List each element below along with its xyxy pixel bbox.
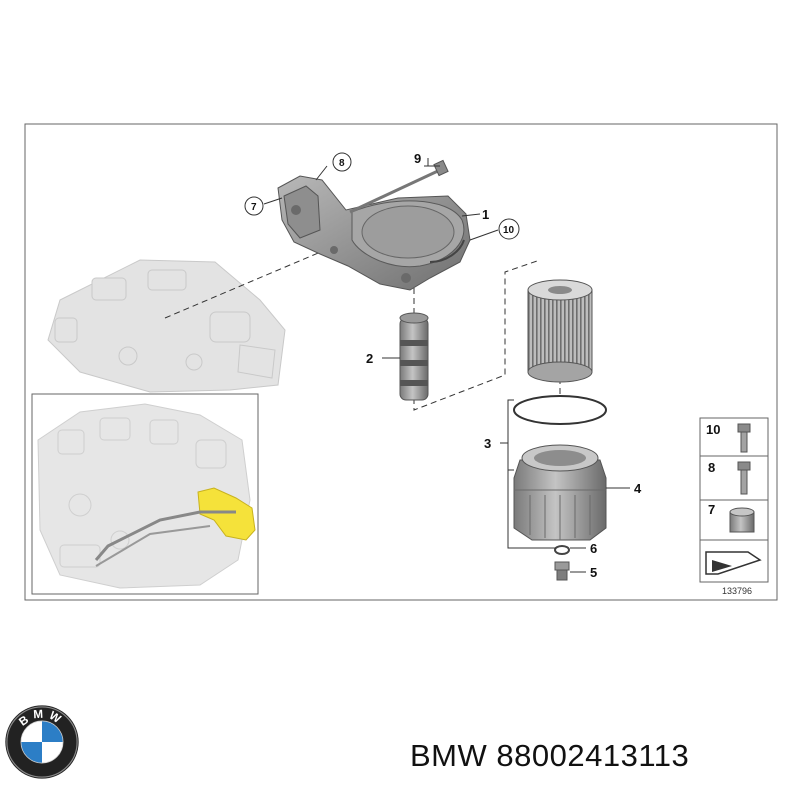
legend-label-8: 8 [708,460,715,475]
inset-highlight-oil-filter [197,487,256,541]
legend-bolt-8 [737,461,751,495]
legend-sleeve-7 [729,507,755,533]
oil-pipe-spacer [399,312,429,401]
callout-7: 7 [251,202,257,213]
callout-2: 2 [366,351,373,366]
engine-overview-inset [31,393,259,595]
oil-filter-housing [277,175,471,291]
legend-label-7: 7 [708,502,715,517]
engine-block-ghost [47,259,286,393]
callout-5: 5 [590,565,597,580]
caption-part-number: 88002413113 [496,738,690,773]
callout-6: 6 [590,541,597,556]
legend-bolt-10 [737,423,751,453]
legend-label-10: 10 [706,422,720,437]
callout-lines [263,158,630,573]
callout-circle-7 [244,196,264,216]
caption-brand: BMW [410,738,488,773]
legend-kit-arrow [705,551,762,575]
callout-9: 9 [414,151,421,166]
filter-element [527,279,593,383]
parts-legend: 10 8 7 [699,417,769,583]
callout-circle-10 [498,218,520,240]
part-caption: BMW 88002413113 [410,738,689,774]
bmw-logo: BMW [5,705,79,779]
callout-4: 4 [634,481,642,496]
callout-8: 8 [339,158,345,169]
callout-1: 1 [482,207,489,222]
bolt-9 [349,159,449,214]
o-ring [513,395,607,425]
callout-10: 10 [503,225,515,236]
drain-plug-5 [554,561,570,581]
sealing-ring-6 [554,545,570,555]
diagram-number: 133796 [722,586,752,596]
callout-3: 3 [484,436,491,451]
filter-cover [513,444,607,541]
callout-circle-8 [332,152,352,172]
